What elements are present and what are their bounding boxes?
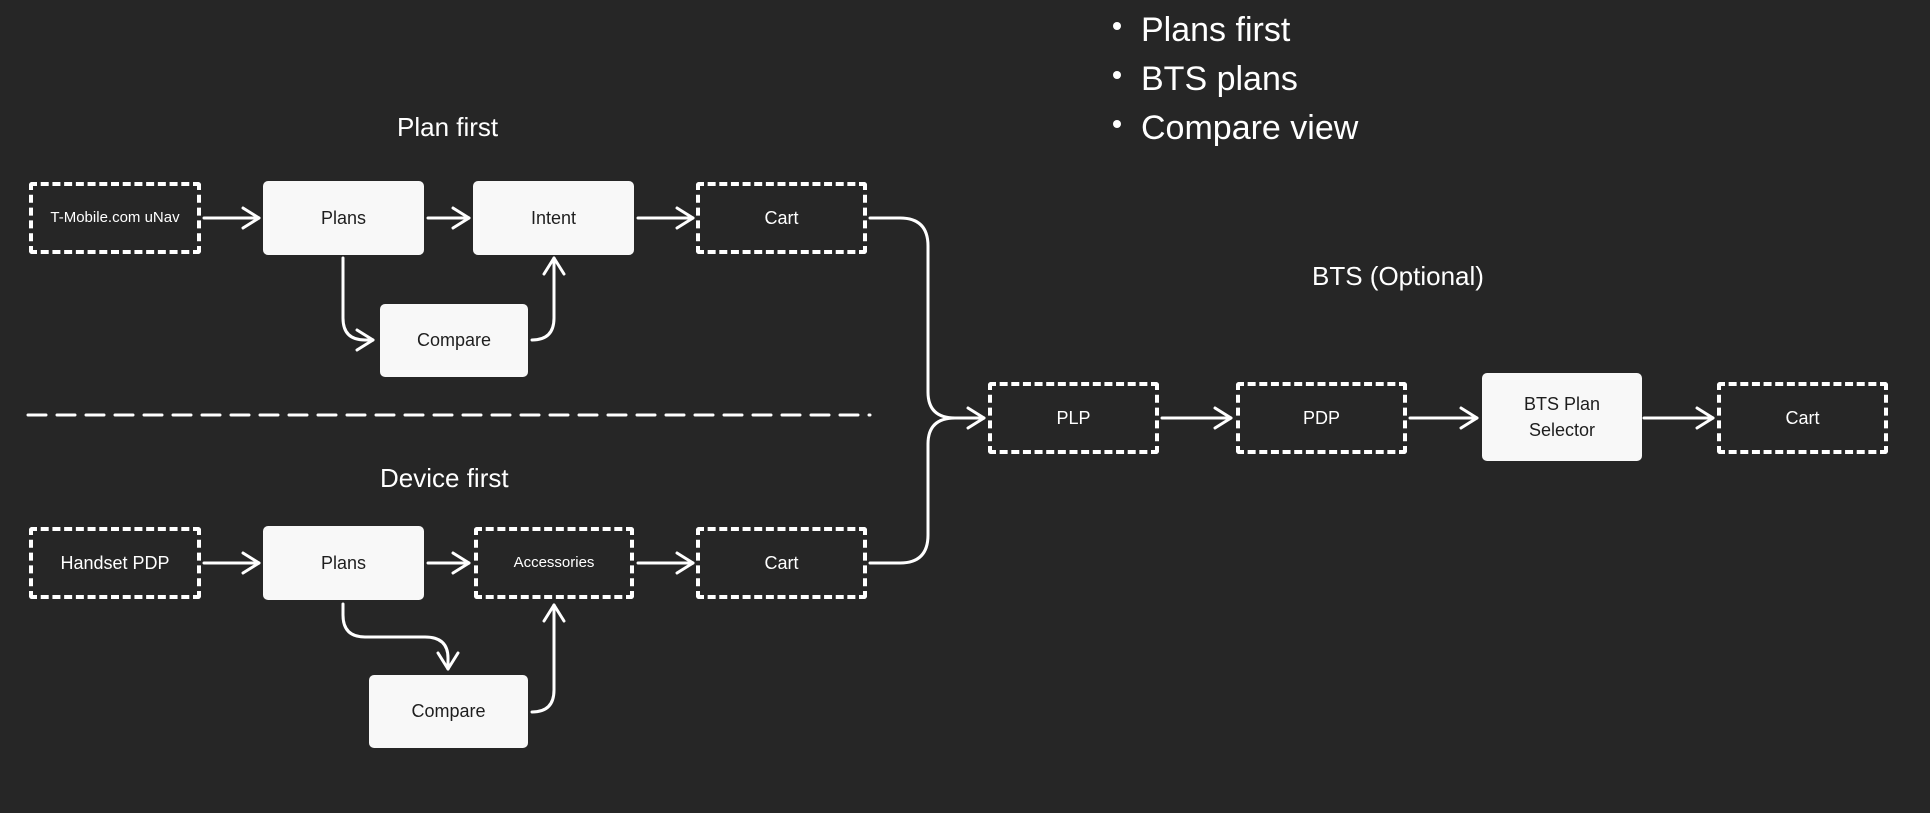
node-compare: Compare <box>380 304 528 377</box>
connector-cart2-to-plp <box>868 416 957 565</box>
arrow-plans-to-compare-device <box>341 602 460 671</box>
node-plans-device: Plans <box>263 526 424 600</box>
node-plans: Plans <box>263 181 424 255</box>
bullet-dot-icon <box>1113 21 1121 30</box>
arrow-compare-to-accessories <box>530 603 566 714</box>
node-cart-device: Cart <box>696 527 867 599</box>
node-handset-pdp: Handset PDP <box>29 527 201 599</box>
summary-bullet-list: Plans first BTS plans Compare view <box>1113 6 1358 153</box>
node-pdp: PDP <box>1236 382 1407 454</box>
connector-cart1-to-plp <box>868 216 986 430</box>
node-tmobile-unav: T-Mobile.com uNav <box>29 182 201 254</box>
arrow-plans-to-compare <box>341 256 375 352</box>
node-plp: PLP <box>988 382 1159 454</box>
node-cart: Cart <box>696 182 867 254</box>
node-compare-device: Compare <box>369 675 528 748</box>
bullet-dot-icon <box>1113 119 1121 128</box>
bullet-dot-icon <box>1113 70 1121 79</box>
node-accessories: Accessories <box>474 527 634 599</box>
heading-plan-first: Plan first <box>397 112 499 142</box>
bullet-item: BTS plans <box>1113 55 1358 104</box>
node-intent: Intent <box>473 181 634 255</box>
bullet-item: Plans first <box>1113 6 1358 55</box>
heading-bts-optional: BTS (Optional) <box>1312 261 1484 291</box>
node-bts-plan-selector: BTS Plan Selector <box>1482 373 1642 461</box>
arrow-compare-to-intent <box>530 256 566 342</box>
bullet-item: Compare view <box>1113 104 1358 153</box>
heading-device-first: Device first <box>380 463 509 493</box>
node-cart-bts: Cart <box>1717 382 1888 454</box>
